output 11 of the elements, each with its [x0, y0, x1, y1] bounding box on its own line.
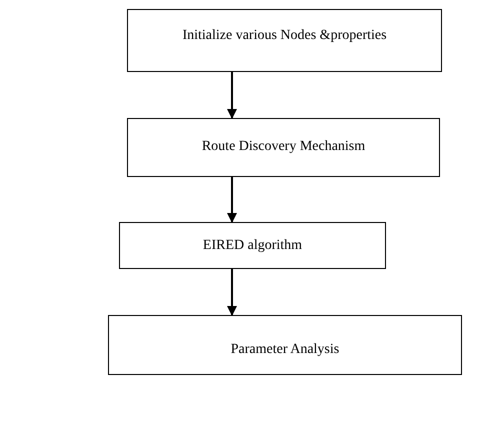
- arrow: [227, 72, 237, 119]
- process-box: [127, 9, 442, 72]
- box-label: Route Discovery Mechanism: [200, 139, 366, 155]
- process-box: [127, 118, 440, 177]
- box-label: Initialize various Nodes &properties: [181, 28, 388, 44]
- process-box: [119, 222, 386, 269]
- arrow: [227, 269, 237, 316]
- box-label: Parameter Analysis: [230, 342, 340, 358]
- arrow: [227, 177, 237, 223]
- process-box: [108, 315, 462, 375]
- box-label: EIRED algorithm: [202, 238, 304, 254]
